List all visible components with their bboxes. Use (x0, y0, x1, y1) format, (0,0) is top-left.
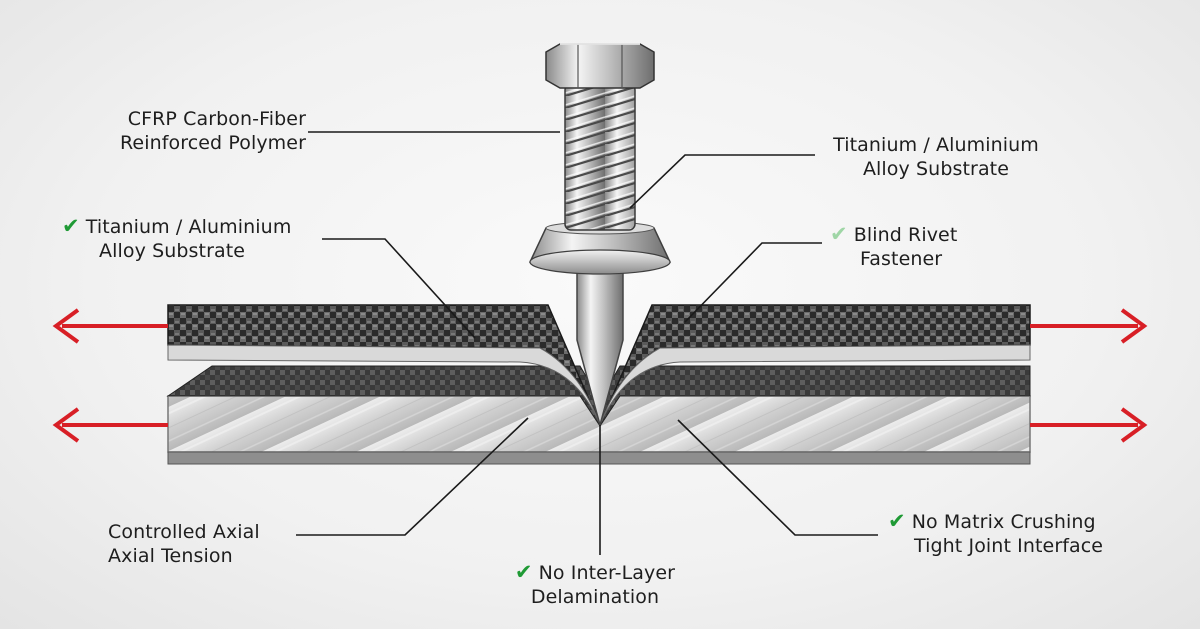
leader-substrate-right (629, 154, 815, 209)
label-substrate-left-line2: Alloy Substrate (99, 240, 246, 262)
label-substrate-right-line1: Titanium / Aluminium (833, 134, 1039, 156)
label-cfrp-line1: CFRP Carbon-Fiber (127, 108, 306, 130)
label-rivet: ✔Blind Rivet Fastener (830, 222, 1000, 271)
check-icon: ✔ (888, 509, 906, 533)
label-delamination: ✔No Inter-Layer Delamination (490, 560, 700, 609)
label-rivet-line1: Blind Rivet (853, 224, 958, 246)
leader-lines (296, 131, 878, 555)
leader-rivet (684, 242, 822, 323)
threaded-stem (564, 83, 636, 231)
leader-tension (296, 417, 529, 536)
tension-arrow-upper-left (52, 308, 168, 344)
leader-substrate-left (322, 238, 476, 339)
check-icon: ✔ (514, 560, 533, 584)
label-delamination-line1: No Inter-Layer (538, 562, 676, 584)
label-delamination-line2: Delamination (530, 586, 660, 608)
label-cfrp-line2: Reinforced Polymer (119, 132, 306, 154)
label-tension-line2: Axial Tension (108, 545, 233, 567)
leader-crushing (677, 419, 878, 536)
label-rivet-line2: Fastener (860, 248, 943, 270)
label-cfrp: CFRP Carbon-Fiber Reinforced Polymer (60, 107, 306, 155)
label-substrate-right-line2: Alloy Substrate (862, 158, 1010, 180)
label-crushing-line2: Tight Joint Interface (914, 535, 1104, 557)
check-icon: ✔ (830, 222, 848, 246)
lower-cfrp-layer (166, 365, 1031, 427)
label-tension: Controlled Axial Axial Tension (108, 520, 298, 568)
label-tension-line1: Controlled Axial (108, 521, 260, 543)
tension-arrow-lower-right (1030, 407, 1148, 443)
check-icon: ✔ (62, 214, 80, 238)
tension-arrow-icon (52, 308, 1148, 443)
label-crushing-line1: No Matrix Crushing (911, 511, 1096, 533)
label-substrate-right: Titanium / Aluminium Alloy Substrate (820, 133, 1052, 181)
label-substrate-left: ✔Titanium / Aluminium Alloy Substrate (62, 214, 324, 263)
tension-arrow-upper-right (1030, 308, 1148, 344)
tension-arrow-lower-left (52, 407, 168, 443)
hex-bolt-icon (545, 43, 655, 89)
label-crushing: ✔No Matrix Crushing Tight Joint Interfac… (888, 509, 1128, 558)
label-substrate-left-line1: Titanium / Aluminium (85, 216, 292, 238)
